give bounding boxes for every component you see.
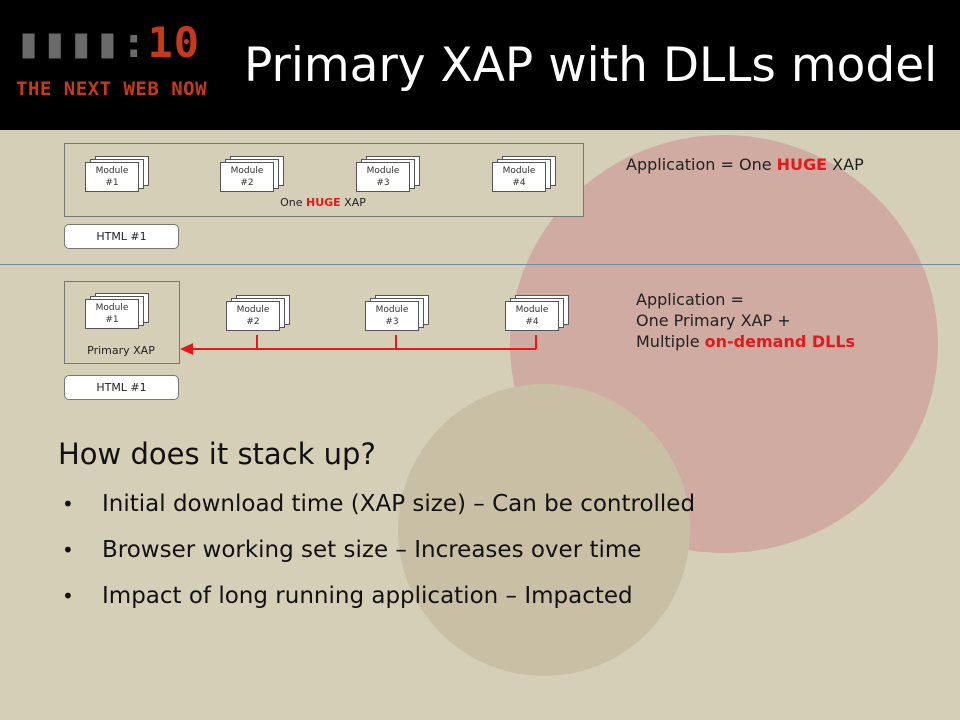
slide-header: ▮▮▮▮:10 THE NEXT WEB NOW Primary XAP wit… <box>0 0 960 130</box>
mix10-logo: ▮▮▮▮:10 <box>16 18 201 67</box>
bullet-item: •Impact of long running application – Im… <box>62 577 695 623</box>
top-module-3: Module#3 <box>356 156 420 192</box>
logo-tagline: THE NEXT WEB NOW <box>16 78 208 100</box>
section-divider <box>0 264 960 265</box>
bullet-dot-icon: • <box>62 492 74 516</box>
top-app-description: Application = One HUGE XAP <box>626 155 864 174</box>
bottom-module-1: Module#1 <box>85 293 149 329</box>
top-module-4: Module#4 <box>492 156 556 192</box>
bullet-item: •Initial download time (XAP size) – Can … <box>62 485 695 531</box>
bullet-dot-icon: • <box>62 584 74 608</box>
huge-xap-label: One HUGE XAP <box>280 196 366 209</box>
bottom-module-3: Module#3 <box>365 295 429 331</box>
slide-title: Primary XAP with DLLs model <box>244 38 938 93</box>
bottom-module-4: Module#4 <box>505 295 569 331</box>
bottom-app-description: Application = One Primary XAP + Multiple… <box>636 290 856 351</box>
top-module-2: Module#2 <box>220 156 284 192</box>
bottom-html-box: HTML #1 <box>64 375 179 400</box>
primary-xap-label: Primary XAP <box>87 344 155 357</box>
bottom-module-2: Module#2 <box>226 295 290 331</box>
bullet-item: •Browser working set size – Increases ov… <box>62 531 695 577</box>
section-heading: How does it stack up? <box>58 437 376 471</box>
top-html-box: HTML #1 <box>64 224 179 249</box>
decorative-circle-small <box>398 384 690 676</box>
bullet-dot-icon: • <box>62 538 74 562</box>
top-module-1: Module#1 <box>85 156 149 192</box>
bullet-list: •Initial download time (XAP size) – Can … <box>62 485 695 623</box>
